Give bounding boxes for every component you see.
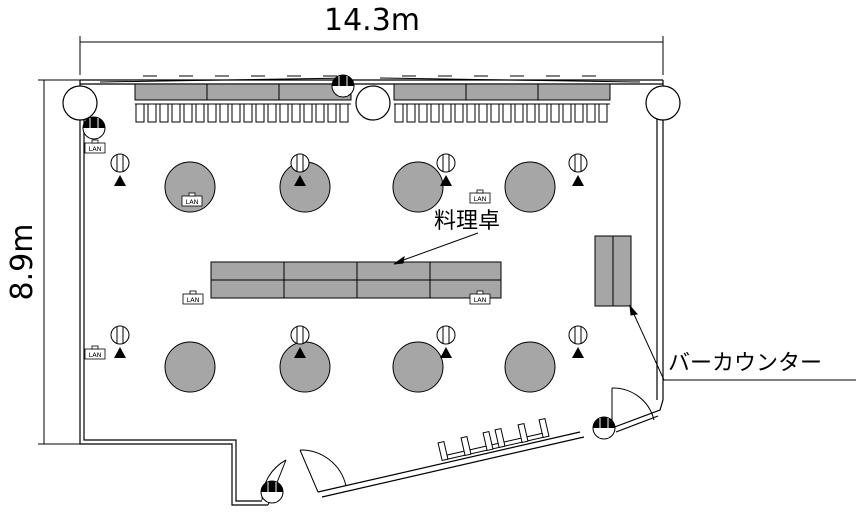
pillar: [62, 85, 681, 121]
bar-counter-leader: [629, 304, 856, 381]
round-table: [164, 341, 216, 393]
chair: [478, 103, 488, 123]
chair: [183, 103, 193, 123]
chair: [418, 103, 428, 123]
chair: [538, 103, 548, 123]
lan-label: LAN: [185, 198, 198, 206]
room-outline: [79, 79, 664, 506]
lan-label: LAN: [473, 296, 486, 304]
lan-label: LAN: [88, 145, 101, 153]
speaker-stand: [110, 153, 130, 186]
ceiling-speaker: [592, 416, 616, 440]
lan-label: LAN: [473, 195, 486, 203]
mic-stands: [110, 153, 588, 358]
equipment-rack: [437, 417, 550, 462]
bar-counter: [594, 235, 632, 307]
chair: [159, 103, 169, 123]
bench-table: [393, 83, 611, 101]
speaker-stand: [436, 153, 456, 186]
cooking-table: [210, 261, 502, 299]
round-table: [164, 161, 216, 213]
lan-label: LAN: [88, 351, 101, 359]
speaker-stand: [568, 325, 588, 358]
chair: [454, 103, 464, 123]
chair: [406, 103, 416, 123]
chair: [339, 103, 349, 123]
ceiling-speakers: [82, 74, 616, 504]
speaker-stand: [436, 325, 456, 358]
bench-table: [134, 83, 352, 101]
chair: [514, 103, 524, 123]
chair: [394, 103, 404, 123]
chair: [430, 103, 440, 123]
chair: [279, 103, 289, 123]
cooking-table-label: 料理卓: [434, 209, 500, 234]
round-table: [392, 341, 444, 393]
chair: [255, 103, 265, 123]
round-table: [279, 341, 331, 393]
chair: [171, 103, 181, 123]
chair: [243, 103, 253, 123]
ceiling-speaker: [82, 116, 106, 140]
chair: [231, 103, 241, 123]
ceiling-speaker: [260, 480, 284, 504]
chair: [195, 103, 205, 123]
chair: [562, 103, 572, 123]
window-strip: [99, 77, 641, 83]
cooking-table-leader: [393, 232, 479, 265]
chair: [526, 103, 536, 123]
chair: [598, 103, 608, 123]
lan-port: LAN: [182, 290, 204, 305]
speaker-stand: [290, 325, 310, 358]
chair: [303, 103, 313, 123]
seat-bank-left: [134, 75, 352, 123]
chair: [574, 103, 584, 123]
door-right: [611, 387, 655, 428]
chair: [219, 103, 229, 123]
chair: [466, 103, 476, 123]
lan-port: LAN: [181, 192, 203, 207]
chair: [490, 103, 500, 123]
lan-label: LAN: [186, 296, 199, 304]
speaker-stand: [568, 153, 588, 186]
ceiling-speaker: [331, 74, 355, 98]
width-dimension: [79, 36, 664, 75]
chair: [550, 103, 560, 123]
round-table: [392, 161, 444, 213]
lan-port: LAN: [84, 139, 106, 154]
chair: [327, 103, 337, 123]
round-table: [504, 161, 556, 213]
chair: [147, 103, 157, 123]
lan-port: LAN: [469, 189, 491, 204]
speaker-stand: [110, 325, 130, 358]
bar-counter-label: バーカウンター: [668, 351, 822, 376]
chair: [586, 103, 596, 123]
chair: [135, 103, 145, 123]
lan-port: LAN: [469, 290, 491, 305]
chair: [442, 103, 452, 123]
chair: [291, 103, 301, 123]
depth-dimension-label: 8.9m: [5, 224, 40, 301]
chair: [207, 103, 217, 123]
lan-ports: LAN LAN LAN LAN LAN LAN: [84, 139, 491, 360]
lan-port: LAN: [84, 345, 106, 360]
round-table: [504, 341, 556, 393]
chair: [267, 103, 277, 123]
speaker-stand: [290, 153, 310, 186]
depth-dimension: [38, 79, 80, 445]
round-tables: [164, 161, 556, 393]
width-dimension-label: 14.3m: [324, 3, 420, 38]
chair: [502, 103, 512, 123]
seat-bank-right: [393, 75, 611, 123]
chair: [315, 103, 325, 123]
